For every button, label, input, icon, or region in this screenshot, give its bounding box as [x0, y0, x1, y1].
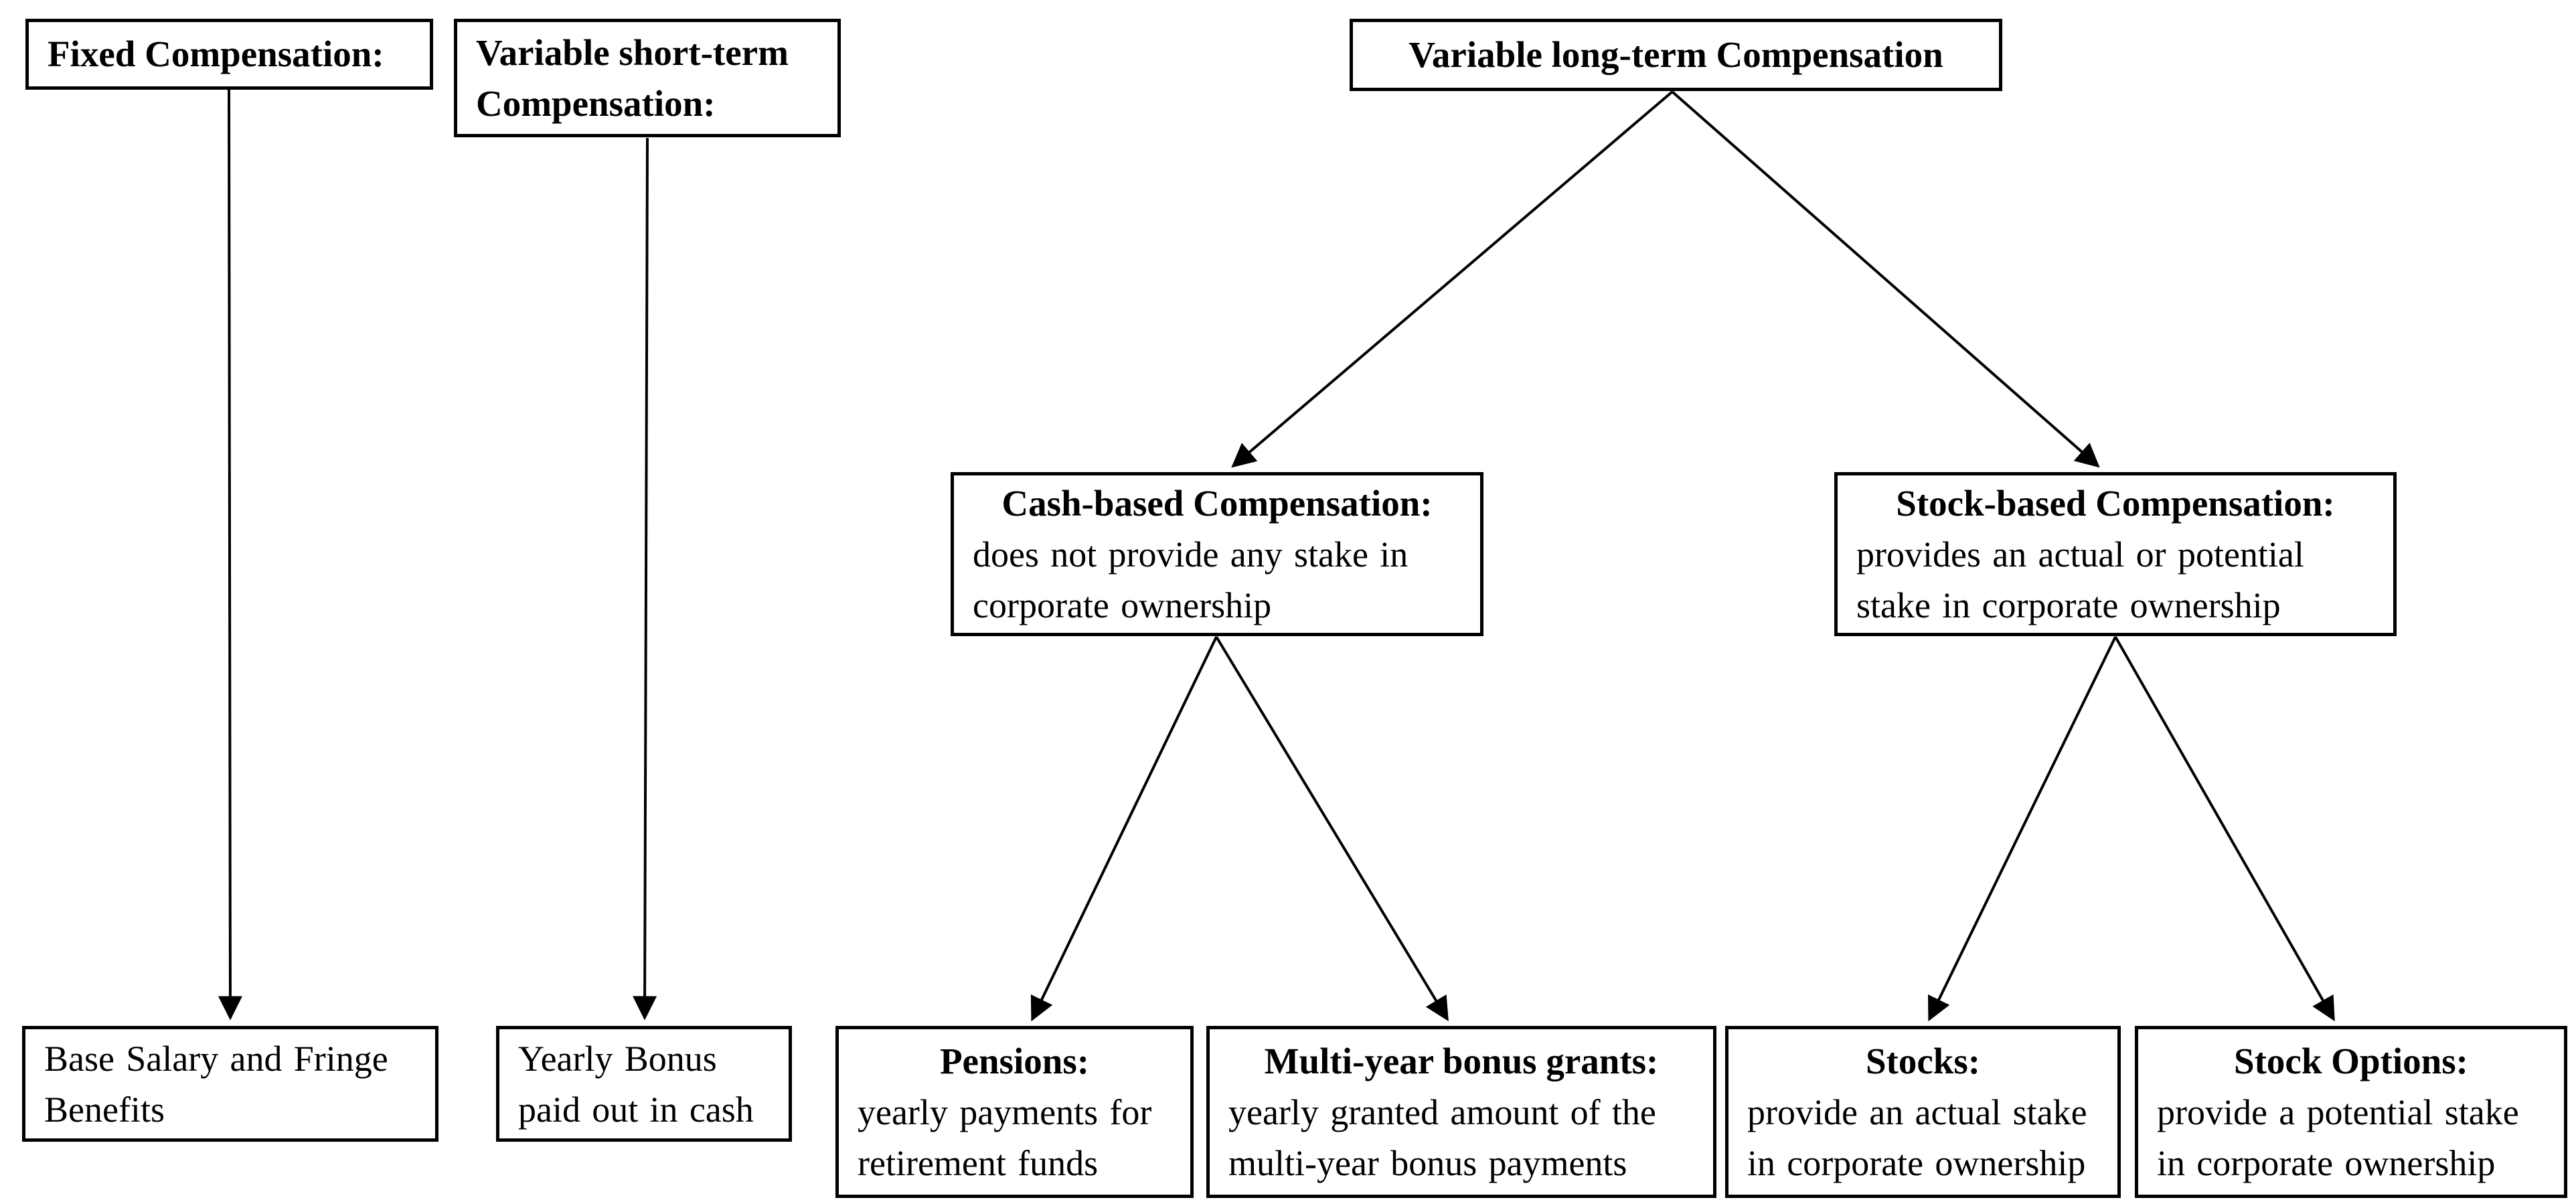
node-title: Stock Options: [2234, 1040, 2468, 1081]
node-yearly-bonus: Yearly Bonus paid out in cash [496, 1026, 792, 1142]
node-body-line: Base Salary and Fringe [44, 1038, 388, 1079]
node-fixed-compensation: Fixed Compensation: [25, 19, 433, 90]
node-title: Cash-based Compensation: [1001, 482, 1433, 524]
node-variable-long-term-compensation: Variable long-term Compensation [1350, 19, 2002, 91]
node-base-salary-and-fringe-benefits: Base Salary and Fringe Benefits [22, 1026, 438, 1142]
node-stocks: Stocks: provide an actual stake in corpo… [1725, 1026, 2121, 1198]
node-body-line: does not provide any stake in [973, 534, 1408, 575]
node-title: Pensions: [939, 1040, 1090, 1081]
node-title-line: Variable short-term [476, 31, 789, 73]
node-body-line: Yearly Bonus [518, 1038, 717, 1079]
edge-stock-to-stock-options [2114, 636, 2335, 1022]
node-title: Stock-based Compensation: [1896, 482, 2335, 524]
node-body-line: Benefits [44, 1089, 165, 1130]
node-title: Fixed Compensation: [48, 33, 384, 74]
node-body-line: multi-year bonus payments [1228, 1142, 1627, 1183]
node-body-line: in corporate ownership [2157, 1142, 2496, 1183]
node-multi-year-bonus-grants: Multi-year bonus grants: yearly granted … [1206, 1026, 1716, 1198]
node-title: Multi-year bonus grants: [1264, 1040, 1659, 1081]
node-stock-based-compensation: Stock-based Compensation: provides an ac… [1834, 472, 2397, 636]
node-title: Variable long-term Compensation [1408, 34, 1943, 75]
node-stock-options: Stock Options: provide a potential stake… [2135, 1026, 2567, 1198]
node-body-line: paid out in cash [518, 1089, 754, 1130]
node-body-line: retirement funds [858, 1142, 1099, 1183]
node-variable-short-term-compensation: Variable short-term Compensation: [454, 19, 841, 137]
node-body-line: stake in corporate ownership [1856, 585, 2281, 625]
edge-stock-to-stocks [1927, 636, 2117, 1022]
node-body-line: corporate ownership [973, 585, 1272, 625]
node-pensions: Pensions: yearly payments for retirement… [835, 1026, 1194, 1198]
edge-var-long-to-stock [1671, 90, 2100, 468]
edge-cash-to-pensions [1030, 636, 1218, 1022]
node-body-line: in corporate ownership [1747, 1142, 2086, 1183]
node-body-line: provide an actual stake [1747, 1092, 2087, 1132]
edge-cash-to-multi-year [1215, 635, 1449, 1022]
node-body-line: provide a potential stake [2157, 1092, 2519, 1132]
edge-fixed-to-base-salary [218, 89, 242, 1021]
node-cash-based-compensation: Cash-based Compensation: does not provid… [951, 472, 1483, 636]
node-title: Stocks: [1865, 1040, 1981, 1081]
node-body-line: yearly granted amount of the [1228, 1092, 1656, 1132]
edge-var-short-to-yearly-bonus [633, 137, 657, 1021]
edge-var-long-to-cash [1231, 90, 1674, 468]
node-body-line: yearly payments for [858, 1092, 1152, 1132]
node-title-line: Compensation: [476, 82, 716, 124]
node-body-line: provides an actual or potential [1856, 534, 2304, 575]
